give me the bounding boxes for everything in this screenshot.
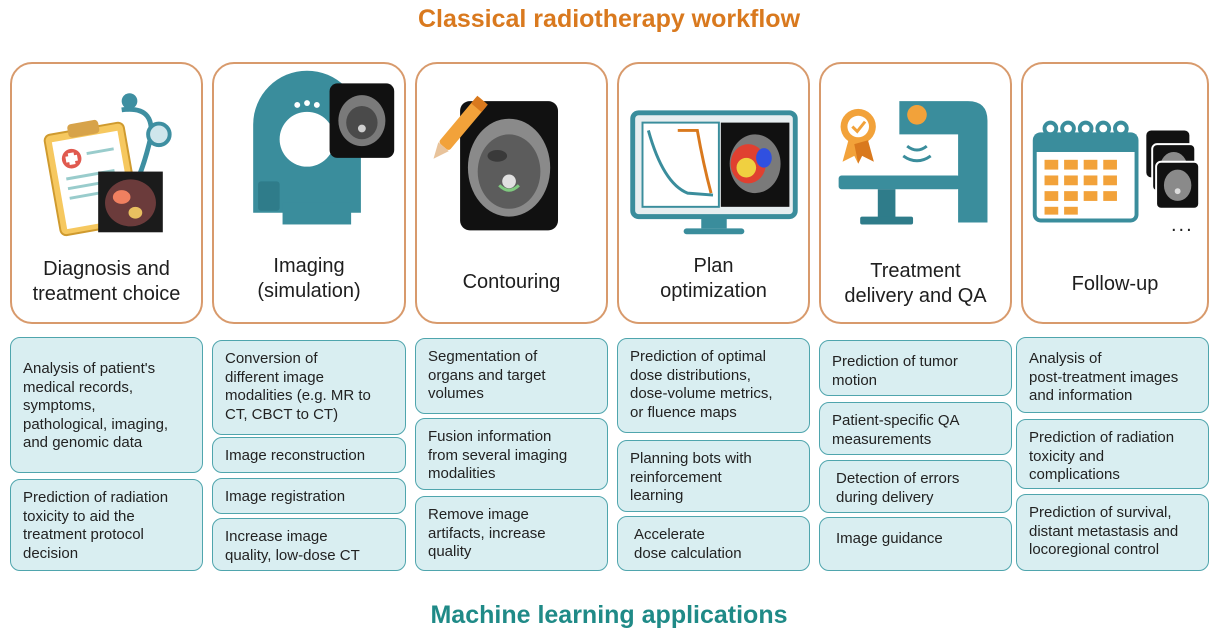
ml-application-box: Analysis of post-treatment images and in… [1016,337,1209,413]
stage-label: Plan optimization [660,255,767,302]
ml-application-box: Fusion information from several imaging … [415,418,608,490]
workflow-title: Classical radiotherapy workflow [417,5,801,33]
ml-application-box: Conversion of different image modalities… [212,340,406,435]
ml-application-box: Increase image quality, low-dose CT [212,518,406,571]
stage-label: Treatment delivery and QA [844,260,987,307]
stage-diagnosis: Diagnosis and treatment choice [10,62,203,324]
ml-application-box: Image reconstruction [212,437,406,473]
stage-label: Diagnosis and treatment choice [32,258,181,305]
stage-treatment-delivery: Treatment delivery and QA [819,62,1012,324]
ml-application-box: Patient-specific QA measurements [819,402,1012,455]
more-ellipsis: ... [1171,214,1194,236]
stage-imaging: Imaging (simulation) [212,62,406,324]
stage-plan-optimization: Plan optimization [617,62,810,324]
ml-application-box: Image guidance [819,517,1012,571]
ct-scanner-icon [253,70,395,225]
ml-application-box: Prediction of radiation toxicity and com… [1016,419,1209,489]
ml-application-box: Detection of errors during delivery [819,460,1012,513]
stage-follow-up: ... Follow-up [1021,62,1209,324]
ml-application-box: Remove image artifacts, increase quality [415,496,608,571]
ml-application-box: Prediction of optimal dose distributions… [617,338,810,433]
stage-label: Follow-up [1071,273,1159,295]
ml-application-box: Prediction of survival, distant metastas… [1016,494,1209,571]
clipboard-stethoscope-pet-scan-icon [43,93,172,237]
stage-label: Imaging (simulation) [257,255,361,302]
ml-application-box: Planning bots with reinforcement learnin… [617,440,810,512]
ml-application-box: Prediction of tumor motion [819,340,1012,396]
ml-application-box: Image registration [212,478,406,514]
ml-application-box: Accelerate dose calculation [617,516,810,571]
ml-application-box: Prediction of radiation toxicity to aid … [10,479,203,571]
ml-application-box: Analysis of patient's medical records, s… [10,337,203,473]
stage-label: Contouring [462,271,561,293]
calendar-scans-icon [1032,120,1201,223]
monitor-dvh-dose-map-icon [630,110,798,235]
ml-applications-title: Machine learning applications [430,601,788,629]
linac-certificate-icon [838,101,988,225]
stage-contouring: Contouring [415,62,608,324]
pen-on-ct-slice-icon [433,95,559,231]
ml-application-box: Segmentation of organs and target volume… [415,338,608,414]
